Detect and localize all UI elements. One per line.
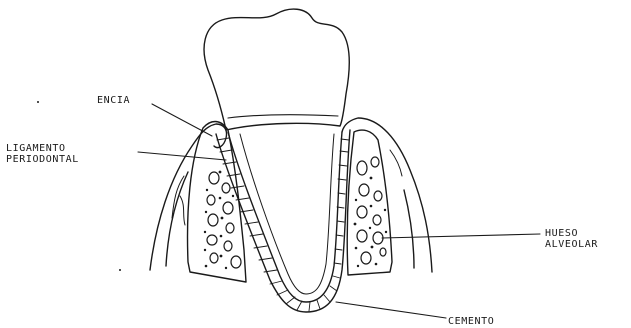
leader-encia: [152, 104, 212, 136]
speck-marks: [37, 101, 121, 271]
label-hueso-line2: ALVEOLAR: [545, 239, 598, 250]
alveolar-bone-right: [347, 130, 392, 275]
leader-hueso: [382, 234, 540, 238]
label-ligamento-line1: LIGAMENTO: [6, 143, 66, 154]
label-hueso-alveolar: HUESO ALVEOLAR: [545, 228, 598, 250]
label-cemento: CEMENTO: [448, 316, 494, 327]
tooth-root: [216, 130, 350, 312]
label-hueso-line1: HUESO: [545, 228, 578, 239]
leader-cemento: [336, 302, 446, 318]
tooth-crown: [204, 9, 349, 130]
label-encia: ENCIA: [97, 95, 130, 106]
label-ligamento-periodontal: LIGAMENTO PERIODONTAL: [6, 143, 79, 165]
alveolar-bone-left: [188, 122, 246, 283]
label-ligamento-line2: PERIODONTAL: [6, 154, 79, 165]
leader-ligamento: [138, 152, 226, 160]
